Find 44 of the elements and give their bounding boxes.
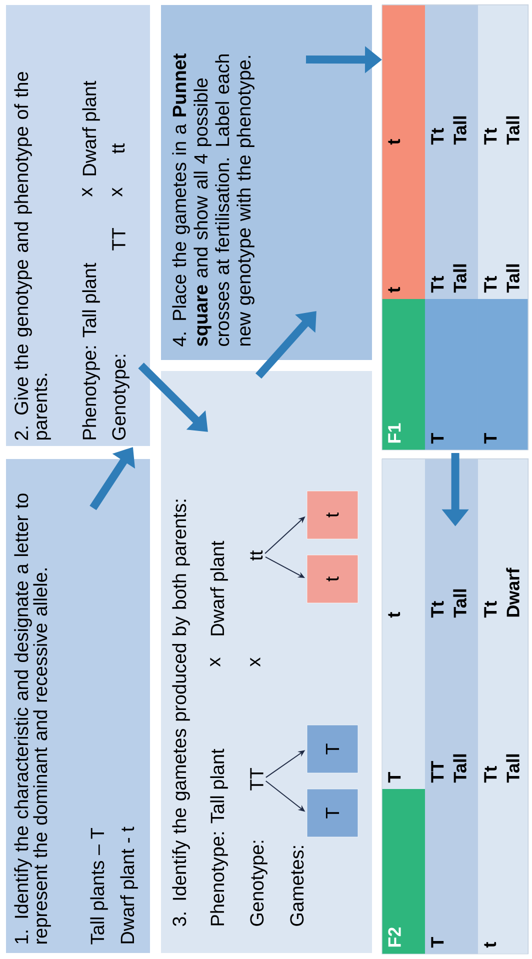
instruction-text: 1. Identify the characteristic and designate a letter to represent the dominant and recessive allele. xyxy=(14,494,51,944)
table-cell: t xyxy=(382,459,425,624)
genotype-text: tt xyxy=(250,550,263,560)
table-cell: Tt Dwarf xyxy=(478,459,528,624)
text-label: Genotype: xyxy=(250,840,268,926)
table-cell: Tt Tall xyxy=(425,151,478,299)
table-cell: TT Tall xyxy=(425,624,478,789)
instruction-text: 2. Give the genotype and phenotype of the parents. xyxy=(14,72,51,440)
table-cell: F2 xyxy=(382,789,425,954)
table-cell: t xyxy=(382,5,425,151)
table-cell: Tt Tall xyxy=(478,151,528,299)
cross-sign: x xyxy=(210,658,220,667)
instruction-text: 3. Identify the gametes produced by both parents: xyxy=(172,500,190,926)
cross-sign: x xyxy=(112,188,122,197)
text-label: Dwarf plant - t xyxy=(120,826,138,944)
genotype-text: TT xyxy=(112,228,126,250)
gamete-box: T xyxy=(306,788,358,838)
table-cell: Tt Tall xyxy=(425,459,478,624)
text-label: Dwarf plant xyxy=(82,80,100,176)
table-cell: T xyxy=(478,299,528,450)
text-label: Tall plants – T xyxy=(90,828,108,944)
cross-sign: x xyxy=(82,188,92,197)
genotype-text: TT xyxy=(250,768,264,790)
text-label: Phenotype: Tall plant xyxy=(82,262,100,440)
table-cell: F1 xyxy=(382,299,425,450)
gamete-box: t xyxy=(306,490,358,540)
cross-sign: x xyxy=(250,658,260,667)
table-cell: t xyxy=(478,789,528,954)
table-cell: Tt Tall xyxy=(478,5,528,151)
text-label: Genotype: xyxy=(112,354,130,440)
table-cell: T xyxy=(425,789,478,954)
table-cell: Tt Tall xyxy=(478,624,528,789)
arrow xyxy=(256,311,316,379)
gamete-box: T xyxy=(306,724,358,774)
text-label: Phenotype: Tall plant xyxy=(210,748,228,926)
text-label: Gametes: xyxy=(290,846,304,926)
gamete-box: t xyxy=(306,554,358,604)
genotype-text: tt xyxy=(112,143,125,154)
table-cell: T xyxy=(425,299,478,450)
text-label: Dwarf plant xyxy=(210,540,228,636)
table-cell: T xyxy=(382,624,425,789)
table-cell: Tt Tall xyxy=(425,5,478,151)
arrow xyxy=(138,362,208,432)
table-cell: t xyxy=(382,151,425,299)
